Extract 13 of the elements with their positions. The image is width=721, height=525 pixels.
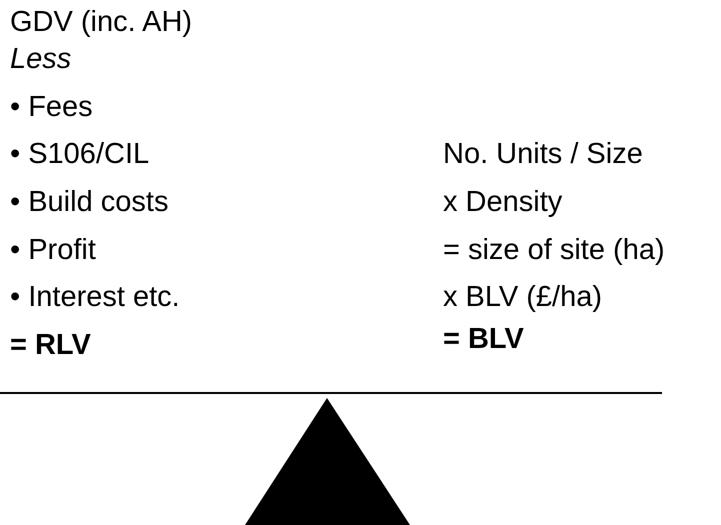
formula-line: • Fees (10, 90, 93, 124)
formula-line: = BLV (443, 322, 524, 356)
formula-line: • Profit (10, 233, 96, 267)
formula-line: x BLV (£/ha) (443, 280, 602, 314)
formula-line: • Interest etc. (10, 280, 180, 314)
formula-line: No. Units / Size (443, 137, 643, 171)
formula-line: x Density (443, 185, 562, 219)
formula-line: = RLV (10, 328, 91, 362)
formula-line: = size of site (ha) (443, 233, 665, 267)
formula-line: • Build costs (10, 185, 168, 219)
formula-line: GDV (inc. AH) (10, 5, 192, 39)
formula-line: • S106/CIL (10, 137, 150, 171)
formula-line: Less (10, 42, 72, 76)
